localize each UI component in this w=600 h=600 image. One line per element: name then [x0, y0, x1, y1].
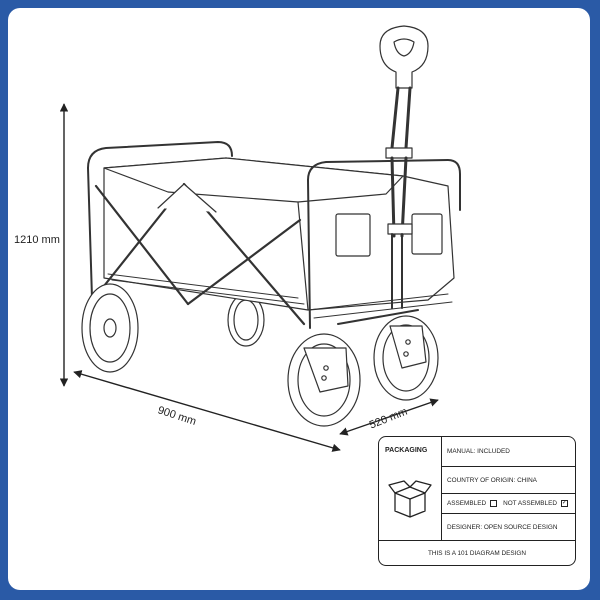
- manual-text: MANUAL: INCLUDED: [447, 448, 510, 455]
- open-box-icon: [388, 480, 432, 518]
- packaging-footer: THIS IS A 101 DIAGRAM DESIGN: [379, 540, 575, 566]
- diagram-frame: 1210 mm 900 mm 520 mm PACKAGING MANUAL: …: [8, 8, 590, 590]
- packaging-left-column: PACKAGING: [379, 437, 442, 540]
- footer-text: THIS IS A 101 DIAGRAM DESIGN: [427, 550, 527, 557]
- side-pocket-left: [335, 213, 371, 257]
- height-label: 1210 mm: [14, 234, 60, 246]
- wagon-drawing: [81, 25, 461, 427]
- wagon-diagram: [59, 25, 461, 452]
- designer-text: DESIGNER: OPEN SOURCE DESIGN: [447, 523, 558, 531]
- not-assembled-text: NOT ASSEMBLED: [503, 500, 557, 507]
- packaging-info-box: PACKAGING MANUAL: INCLUDED COUNTRY OF OR…: [378, 436, 576, 566]
- manual-row: MANUAL: INCLUDED: [441, 437, 575, 467]
- assembled-checkbox: [490, 500, 498, 507]
- packaging-title: PACKAGING: [385, 447, 428, 454]
- width-dimension-arrow: [339, 398, 439, 436]
- floor-slats: [107, 273, 453, 319]
- length-dimension-arrow: [73, 370, 341, 452]
- assembly-row: ASSEMBLED NOT ASSEMBLED ✓: [441, 494, 575, 514]
- assembled-text: ASSEMBLED: [447, 500, 487, 507]
- side-pocket-right: [411, 213, 443, 255]
- top-rail: [87, 141, 233, 169]
- country-row: COUNTRY OF ORIGIN: CHINA: [441, 467, 575, 494]
- not-assembled-checkbox: ✓: [560, 500, 568, 507]
- designer-row: DESIGNER: OPEN SOURCE DESIGN: [441, 514, 575, 540]
- country-text: COUNTRY OF ORIGIN: CHINA: [447, 476, 537, 484]
- pull-handle: [379, 25, 429, 309]
